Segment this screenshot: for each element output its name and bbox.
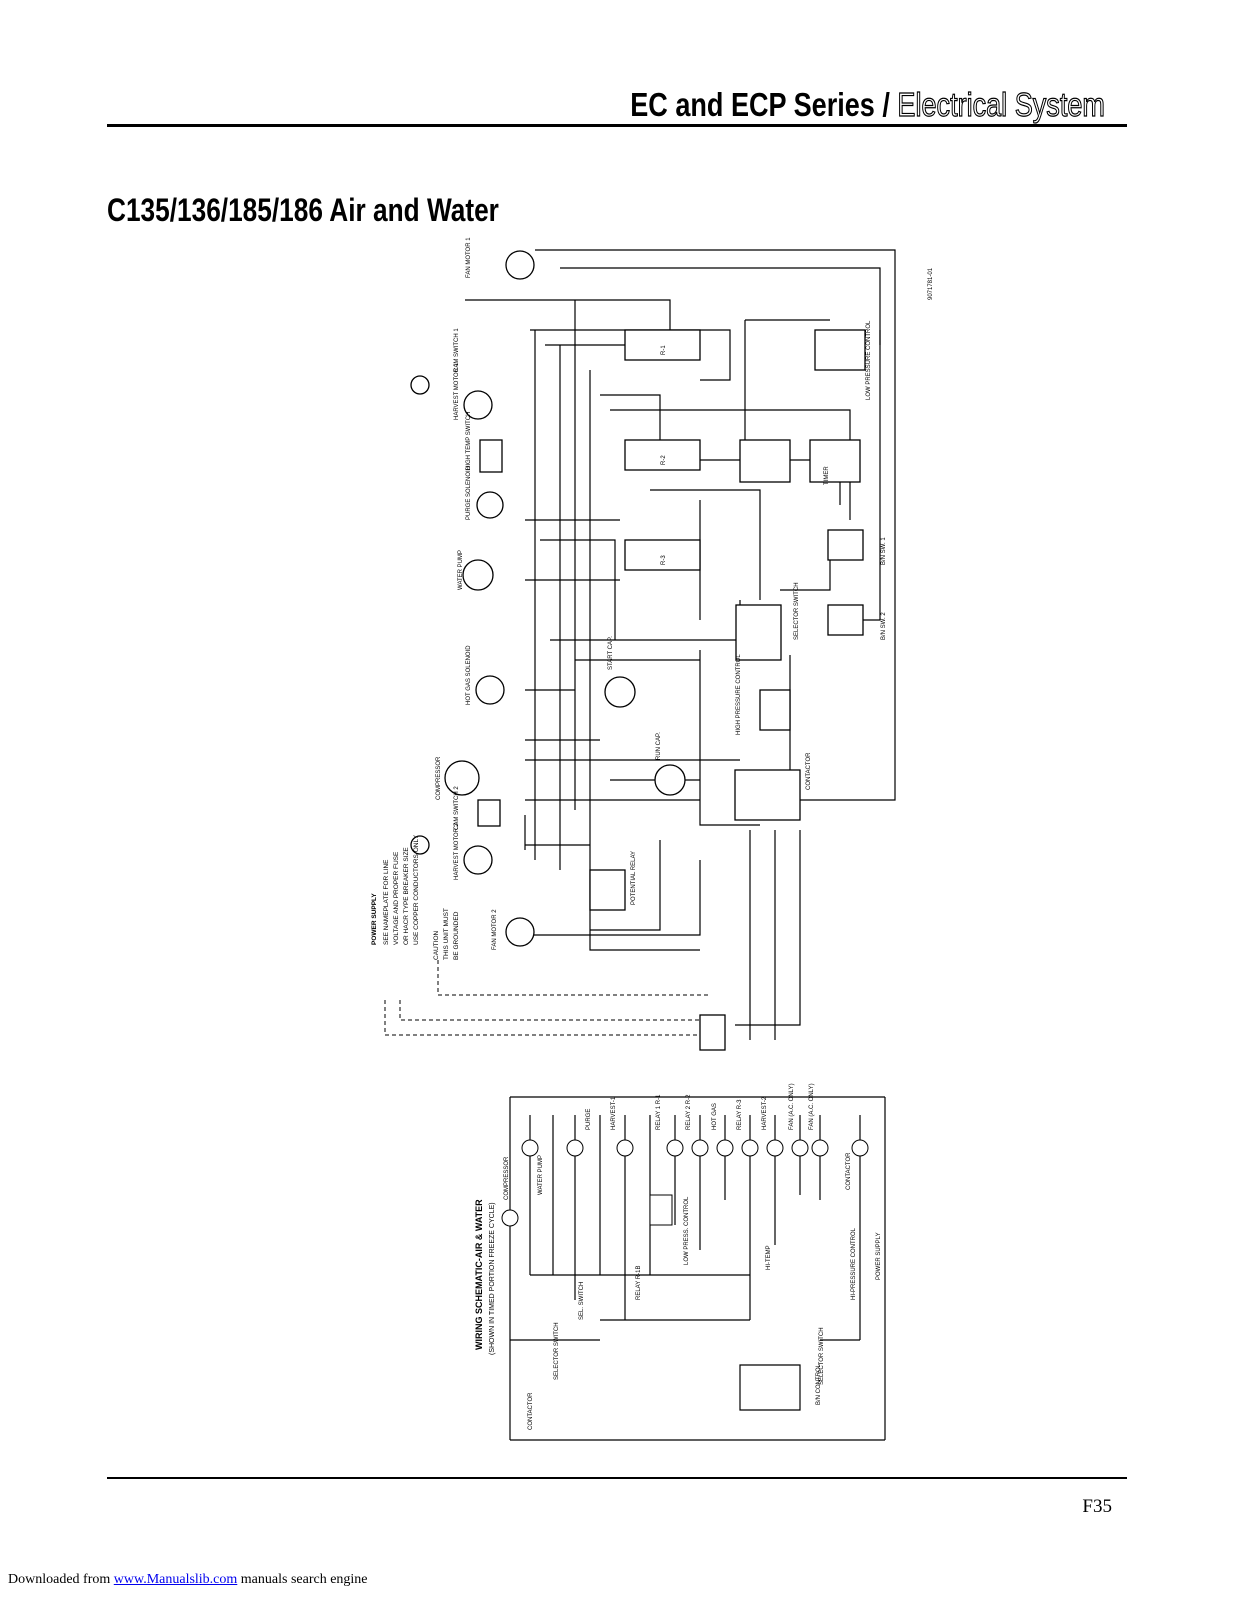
svg-text:LOW PRESS. CONTROL: LOW PRESS. CONTROL (684, 1196, 690, 1265)
svg-text:RELAY R-1B: RELAY R-1B (636, 1266, 642, 1300)
svg-text:FAN (A.C. ONLY): FAN (A.C. ONLY) (809, 1083, 815, 1130)
svg-text:B/N SW. 2: B/N SW. 2 (881, 612, 887, 640)
svg-text:SELECTOR SWITCH: SELECTOR SWITCH (794, 582, 800, 640)
component-symbols (410, 250, 866, 1051)
svg-text:WATER PUMP: WATER PUMP (458, 550, 464, 590)
svg-text:HIGH PRESSURE CONTROL: HIGH PRESSURE CONTROL (736, 654, 742, 735)
svg-text:WATER PUMP: WATER PUMP (538, 1155, 544, 1195)
power-supply-line-3: OR HACR TYPE BREAKER SIZE (403, 847, 410, 945)
ground-wires (384, 960, 710, 1036)
diagram-title: C135/136/185/186 Air and Water (107, 192, 499, 228)
caution-heading: CAUTION (433, 930, 440, 960)
doc-number: 9071781-01 (928, 267, 934, 300)
page-number: F35 (1082, 1496, 1112, 1517)
svg-text:R-1: R-1 (661, 345, 667, 355)
svg-text:R-2: R-2 (661, 455, 667, 465)
caution-line-2: BE GROUNDED (453, 911, 460, 960)
svg-text:R-3: R-3 (661, 555, 667, 565)
svg-text:FAN MOTOR 2: FAN MOTOR 2 (492, 909, 498, 950)
svg-text:SEL. SWITCH: SEL. SWITCH (579, 1282, 585, 1320)
svg-text:POTENTIAL RELAY: POTENTIAL RELAY (631, 851, 637, 905)
svg-text:HIGH TEMP SWITCH: HIGH TEMP SWITCH (466, 412, 472, 470)
svg-text:HI-TEMP: HI-TEMP (766, 1245, 772, 1270)
svg-text:FAN MOTOR 1: FAN MOTOR 1 (466, 237, 472, 278)
svg-text:CONTACTOR: CONTACTOR (528, 1392, 534, 1430)
svg-text:TIMER: TIMER (824, 466, 830, 485)
download-suffix: manuals search engine (237, 1572, 368, 1587)
power-supply-line-2: VOLTAGE AND PROPER FUSE (393, 851, 400, 945)
svg-text:PURGE SOLENOID: PURGE SOLENOID (466, 465, 472, 520)
schematic-symbols (501, 1139, 869, 1227)
svg-text:HARVEST-2: HARVEST-2 (762, 1096, 768, 1130)
schematic-subtitle: (SHOWN IN TIMED PORTION FREEZE CYCLE) (489, 1202, 496, 1355)
svg-text:CAM SWITCH 2: CAM SWITCH 2 (454, 786, 460, 830)
svg-text:POWER SUPPLY: POWER SUPPLY (876, 1232, 882, 1280)
svg-text:HOT GAS: HOT GAS (712, 1103, 718, 1130)
power-supply-heading: POWER SUPPLY (371, 893, 378, 945)
svg-text:CONTACTOR: CONTACTOR (806, 752, 812, 790)
header-separator: / (874, 86, 898, 123)
svg-text:RELAY R-3: RELAY R-3 (737, 1099, 743, 1130)
svg-text:COMPRESSOR: COMPRESSOR (504, 1156, 510, 1200)
svg-text:CONTACTOR: CONTACTOR (846, 1152, 852, 1190)
power-supply-line-1: SEE NAMEPLATE FOR LINE (383, 859, 390, 945)
footer-rule (107, 1477, 1127, 1479)
svg-text:SELECTOR SWITCH: SELECTOR SWITCH (554, 1322, 560, 1380)
svg-text:CAM SWITCH 1: CAM SWITCH 1 (454, 328, 460, 372)
schematic-title: WIRING SCHEMATIC-AIR & WATER (474, 1199, 484, 1350)
svg-text:B/N SW. 1: B/N SW. 1 (881, 537, 887, 565)
diagram-labels: FAN MOTOR 1 HARVEST MOTOR 1 CAM SWITCH 1… (436, 237, 934, 950)
svg-text:HARVEST MOTOR 1: HARVEST MOTOR 1 (454, 362, 460, 420)
manualslib-link[interactable]: www.Manualslib.com (113, 1572, 238, 1587)
diagram-wires (465, 249, 896, 1040)
header-rule (107, 124, 1127, 127)
page-header-title: EC and ECP Series / Electrical System (630, 85, 1105, 124)
svg-text:RUN CAP.: RUN CAP. (656, 732, 662, 760)
download-prefix: Downloaded from (8, 1572, 114, 1587)
power-supply-line-4: USE COPPER CONDUCTORS ONLY (413, 834, 420, 945)
svg-text:B/N CONTROL: B/N CONTROL (816, 1363, 822, 1405)
svg-text:START CAP.: START CAP. (608, 636, 614, 670)
svg-text:SELECTOR SWITCH: SELECTOR SWITCH (819, 1327, 825, 1385)
svg-text:COMPRESSOR: COMPRESSOR (436, 756, 442, 800)
svg-text:RELAY 1 R-1: RELAY 1 R-1 (656, 1094, 662, 1130)
section-name: Electrical System (897, 85, 1105, 123)
svg-text:HARVEST MOTOR 2: HARVEST MOTOR 2 (454, 822, 460, 880)
svg-text:HOT GAS SOLENOID: HOT GAS SOLENOID (466, 645, 472, 705)
caution-line-1: THIS UNIT MUST (443, 908, 450, 960)
power-supply-notes: POWER SUPPLY SEE NAMEPLATE FOR LINE VOLT… (371, 834, 460, 960)
svg-text:HI-PRESSURE CONTROL: HI-PRESSURE CONTROL (851, 1227, 857, 1300)
svg-text:HARVEST-1: HARVEST-1 (611, 1096, 617, 1130)
series-name: EC and ECP Series (630, 86, 875, 123)
svg-text:PURGE: PURGE (586, 1109, 592, 1130)
svg-text:FAN (A.C. ONLY): FAN (A.C. ONLY) (789, 1083, 795, 1130)
schematic-labels: WIRING SCHEMATIC-AIR & WATER (SHOWN IN T… (474, 1083, 882, 1430)
svg-text:RELAY 2 R-2: RELAY 2 R-2 (686, 1094, 692, 1130)
download-note: Downloaded from www.Manualslib.com manua… (8, 1572, 368, 1588)
svg-text:LOW PRESSURE CONTROL: LOW PRESSURE CONTROL (866, 320, 872, 400)
